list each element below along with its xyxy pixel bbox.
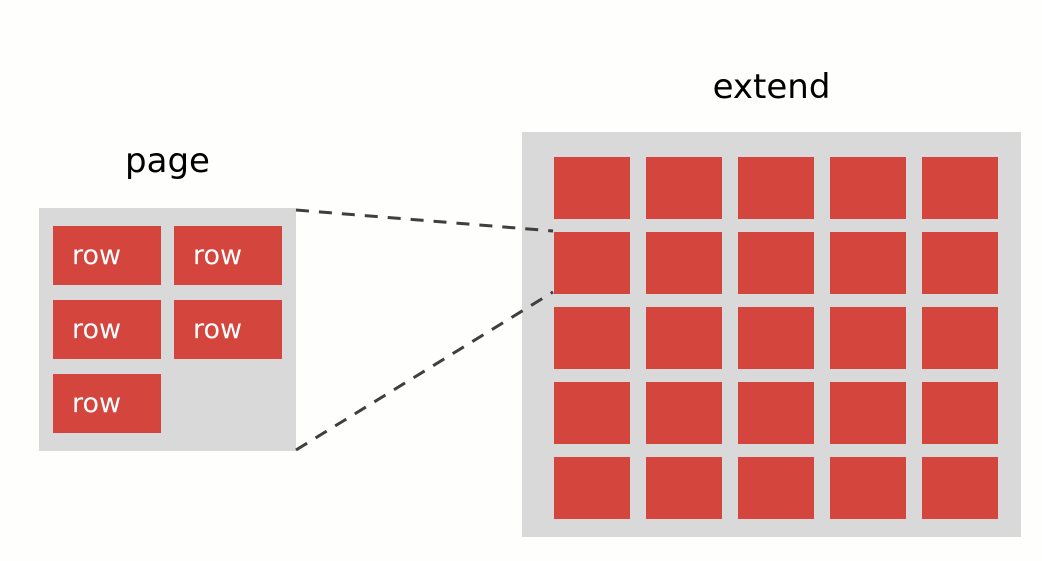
extend-cell [922, 307, 998, 369]
connector-line-top [295, 208, 554, 233]
extend-cell [738, 307, 814, 369]
extend-cell [646, 457, 722, 519]
extend-cell-grid [554, 157, 998, 519]
extend-cell [646, 307, 722, 369]
extend-cell [830, 232, 906, 294]
page-row-label: row [193, 240, 243, 271]
extend-cell [922, 457, 998, 519]
extend-cell [646, 382, 722, 444]
page-container: row row row row row [39, 208, 296, 451]
extend-cell [738, 457, 814, 519]
extend-cell [554, 382, 630, 444]
page-row-label: row [193, 314, 243, 345]
extend-cell [922, 382, 998, 444]
page-row-label: row [72, 314, 122, 345]
extend-cell [646, 232, 722, 294]
extend-cell [554, 232, 630, 294]
extend-cell [554, 457, 630, 519]
page-row-block: row [174, 300, 282, 359]
extend-cell [830, 382, 906, 444]
extend-cell [738, 382, 814, 444]
extend-title: extend [712, 67, 831, 107]
page-row-block: row [53, 226, 161, 285]
extend-cell [922, 232, 998, 294]
page-row-block: row [174, 226, 282, 285]
extend-cell [646, 157, 722, 219]
extend-cell [738, 232, 814, 294]
extend-cell [554, 307, 630, 369]
extend-cell [554, 157, 630, 219]
extend-cell [922, 157, 998, 219]
page-row-block: row [53, 300, 161, 359]
page-row-label: row [72, 240, 122, 271]
extend-container [522, 132, 1021, 537]
page-row-label: row [72, 388, 122, 419]
extend-cell [830, 307, 906, 369]
connector-line-bottom [295, 290, 554, 452]
extend-cell [830, 157, 906, 219]
extend-cell [830, 457, 906, 519]
extend-cell [738, 157, 814, 219]
page-row-block: row [53, 374, 161, 433]
page-title: page [125, 141, 210, 181]
page-row-grid: row row row row row [53, 226, 283, 433]
